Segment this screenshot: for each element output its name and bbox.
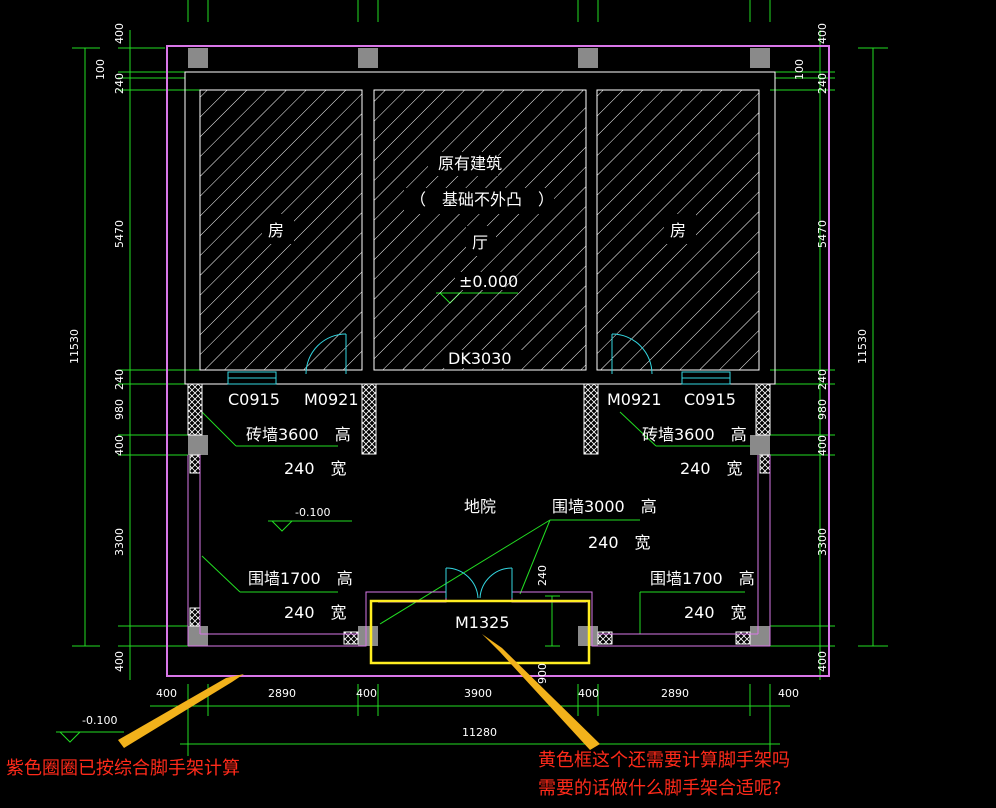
brick-left-width: 240 宽 xyxy=(284,459,347,478)
fence-walls xyxy=(187,455,771,647)
dimension-label: 2890 xyxy=(661,687,689,700)
dimension-label: 400 xyxy=(113,435,126,456)
annotation-right-line1: 黄色框这个还需要计算脚手架吗 xyxy=(538,750,790,771)
annotation-right-line2: 需要的话做什么脚手架合适呢? xyxy=(538,778,782,799)
hatch-label-backdrops xyxy=(262,152,696,368)
dimension-label: 5470 xyxy=(113,220,126,248)
fence-mid-width: 240 宽 xyxy=(588,533,651,552)
right-dimension-texts: 400 100 240 5470 240 980 400 3300 400 11… xyxy=(793,23,869,672)
annotation-arrows xyxy=(118,634,600,750)
note-texts: 砖墙3600 高 240 宽 砖墙3600 高 240 宽 地院 围墙3000 … xyxy=(82,425,755,727)
fence-right-width: 240 宽 xyxy=(684,603,747,622)
bottom-dimension-texts: 400 2890 400 3900 400 2890 400 11280 900 xyxy=(156,663,799,739)
dimension-label: 2890 xyxy=(268,687,296,700)
doors-windows xyxy=(227,333,731,599)
dimension-label: 980 xyxy=(113,399,126,420)
dimension-label: 11530 xyxy=(856,329,869,364)
door-tag-left: M0921 xyxy=(304,390,359,409)
fence-mid-height: 围墙3000 高 xyxy=(552,497,657,516)
door-tag-right: M0921 xyxy=(607,390,662,409)
dimension-label: 400 xyxy=(816,651,829,672)
annotation-left: 紫色圈圈已按综合脚手架计算 xyxy=(6,758,240,779)
brick-right-width: 240 宽 xyxy=(680,459,743,478)
dimension-label: 11530 xyxy=(68,329,81,364)
room-right-label: 房 xyxy=(670,221,686,240)
building-title: 原有建筑 xyxy=(438,154,502,173)
column-posts xyxy=(188,48,770,646)
dimension-label: 900 xyxy=(536,663,549,684)
dimension-label: 240 xyxy=(113,73,126,94)
dimension-label: 3900 xyxy=(464,687,492,700)
dimension-label: 240 xyxy=(113,369,126,390)
annotation-texts: 紫色圈圈已按综合脚手架计算 黄色框这个还需要计算脚手架吗 需要的话做什么脚手架合… xyxy=(6,750,790,799)
building-subtitle: （ 基础不外凸 ） xyxy=(410,190,554,209)
dimension-label: 400 xyxy=(356,687,377,700)
building-level: ±0.000 xyxy=(459,272,518,291)
dimension-label: 400 xyxy=(816,435,829,456)
dimension-label: 400 xyxy=(778,687,799,700)
dimension-label: 400 xyxy=(156,687,177,700)
outside-level: -0.100 xyxy=(82,714,117,727)
dimension-label: 400 xyxy=(578,687,599,700)
dimension-label: 240 xyxy=(816,73,829,94)
dimension-label: 980 xyxy=(816,399,829,420)
fence-left-height: 围墙1700 高 xyxy=(248,569,353,588)
dimension-label: 11280 xyxy=(462,726,497,739)
dimension-label: 100 xyxy=(793,59,806,80)
brick-walls xyxy=(187,383,771,645)
building-texts: 原有建筑 （ 基础不外凸 ） 房 厅 房 ±0.000 DK3030 xyxy=(268,154,686,368)
gate-tag: M1325 xyxy=(455,613,510,632)
dimension-label: 3300 xyxy=(113,528,126,556)
dimension-label: 400 xyxy=(113,23,126,44)
brick-left-height: 砖墙3600 高 xyxy=(246,425,351,444)
scaffold-boundary xyxy=(166,45,830,677)
dimension-label: 3300 xyxy=(816,528,829,556)
dimension-label: 400 xyxy=(113,651,126,672)
brick-right-height: 砖墙3600 高 xyxy=(642,425,747,444)
opening-label: DK3030 xyxy=(448,349,512,368)
gate-highlight-box xyxy=(369,599,591,665)
window-tag-left: C0915 xyxy=(228,390,280,409)
dimension-label: 240 xyxy=(816,369,829,390)
dimension-label: 5470 xyxy=(816,220,829,248)
fence-right-height: 围墙1700 高 xyxy=(650,569,755,588)
fence-left-width: 240 宽 xyxy=(284,603,347,622)
yard-level: -0.100 xyxy=(295,506,330,519)
hall-label: 厅 xyxy=(472,233,488,252)
window-tag-right: C0915 xyxy=(684,390,736,409)
left-dimension-texts: 400 100 240 5470 240 980 400 3300 400 11… xyxy=(68,23,126,672)
dimension-label: 100 xyxy=(94,59,107,80)
yard-label: 地院 xyxy=(464,497,496,516)
dimension-label: 400 xyxy=(816,23,829,44)
room-left-label: 房 xyxy=(268,221,284,240)
tag-texts: C0915 M0921 M0921 C0915 M1325 xyxy=(228,390,736,632)
gate-wall-thickness: 240 xyxy=(536,565,549,586)
